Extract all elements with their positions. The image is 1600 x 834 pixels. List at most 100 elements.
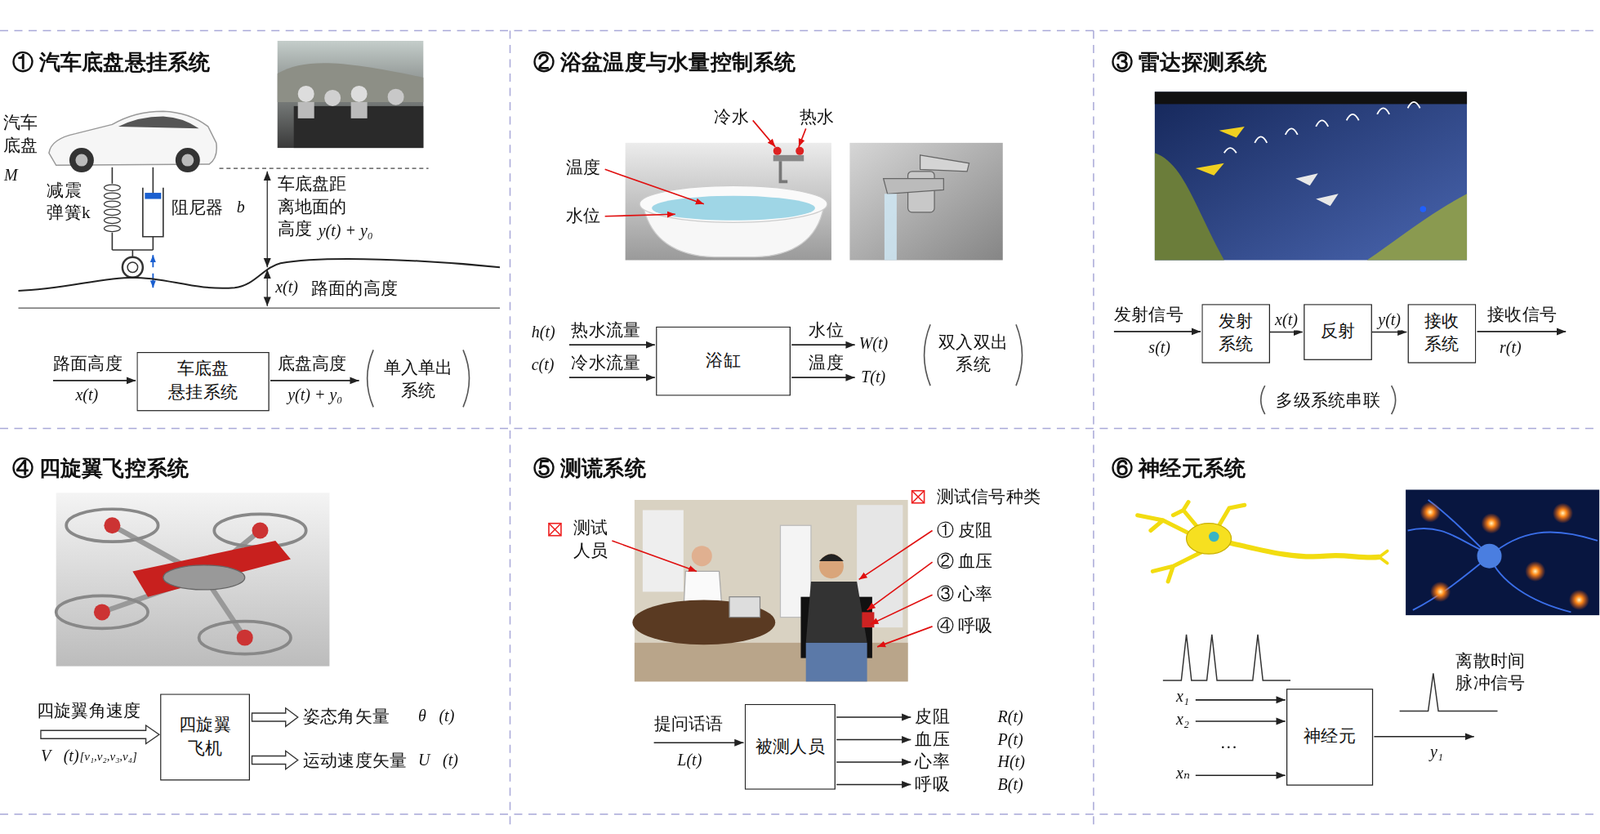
text-label: 多级系统串联 [1275, 389, 1380, 413]
radar-picture [1315, 193, 1338, 206]
box-label: 被测人员 [755, 735, 825, 759]
suspension-drawing [111, 232, 114, 250]
radar-picture [1219, 126, 1245, 139]
signal-arrow [836, 784, 911, 786]
signal-arrow [791, 343, 855, 346]
checkbox-mark [548, 523, 562, 536]
panel-separator [509, 30, 511, 829]
text-label: B(t) [998, 774, 1024, 796]
suspension-drawing [132, 249, 134, 258]
car-illustration [175, 147, 201, 173]
panel-separator [0, 427, 1600, 429]
text-label: r(t) [1499, 337, 1522, 359]
radar-picture [1154, 152, 1225, 260]
panel-separator [0, 813, 1600, 815]
lie-test-photo [877, 626, 932, 647]
text-label: 汽车 底盘 [3, 111, 38, 157]
lie-test-photo [819, 553, 844, 562]
bathtub-picture [605, 120, 832, 260]
neuron-photo [1430, 581, 1451, 602]
lie-test-photo [806, 642, 868, 682]
text-label: 热水 [799, 106, 834, 130]
signal-arrow [836, 739, 911, 741]
text-label: s(t) [1148, 337, 1171, 359]
neuron-photo [1405, 490, 1600, 616]
text-label: 提问话语 [654, 713, 724, 736]
neuron-photo [1408, 499, 1598, 612]
lie-test-photo [642, 510, 684, 593]
bathtub-picture [795, 147, 804, 156]
lie-test-photo [869, 594, 932, 624]
text-label: 温度 [566, 156, 601, 180]
text-label: P(t) [998, 729, 1024, 751]
signal-arrow [569, 343, 656, 346]
drone-picture [56, 492, 330, 666]
text-label: 离散时间 脉冲信号 [1455, 650, 1525, 696]
suspension-drawing [103, 184, 121, 191]
text-label: [v₁,v₂,v₃,v₄] [79, 748, 137, 765]
text-label: 呼吸 [914, 773, 950, 797]
neuron-photo [1420, 502, 1441, 523]
signal-arrow [1195, 720, 1286, 723]
suspension-drawing [151, 254, 154, 268]
text-label: 四旋翼角速度 [36, 699, 141, 723]
text-label: 路面高度 [53, 352, 123, 376]
car-photo [351, 85, 368, 103]
process-box: 车底盘 悬挂系统 [136, 352, 269, 411]
box-label: 四旋翼 飞机 [178, 713, 232, 761]
box-label: 反射 [1320, 320, 1355, 344]
suspension-drawing [151, 273, 154, 288]
hollow-arrow [252, 708, 299, 727]
process-box: 发射 系统 [1201, 303, 1271, 363]
lie-test-photo [634, 642, 909, 682]
text-label: 运动速度矢量 [303, 749, 407, 773]
suspension-drawing [267, 171, 268, 268]
radar-picture [1224, 102, 1421, 153]
checkbox-mark [912, 490, 925, 504]
bracket [463, 349, 469, 407]
suspension-drawing [127, 262, 138, 272]
drone-picture [199, 621, 291, 655]
process-box: 神经元 [1286, 688, 1373, 786]
suspension-drawing [267, 269, 268, 307]
radar-picture [1295, 173, 1318, 186]
lie-test-photo [691, 545, 713, 567]
suspension-drawing [17, 167, 500, 308]
signal-arrow [654, 741, 745, 744]
suspension-drawing [17, 258, 500, 291]
bathtub-picture [605, 213, 676, 216]
text-label: R(t) [998, 707, 1024, 729]
text-label: M [4, 164, 18, 187]
drone-picture [56, 492, 330, 666]
panel-title: ④ 四旋翼飞控系统 [12, 454, 189, 483]
text-label: 路面的高度 [311, 277, 398, 301]
suspension-drawing [103, 200, 121, 207]
suspension-drawing [111, 167, 114, 184]
checkbox-mark [548, 523, 562, 536]
signal-connector [1372, 331, 1407, 334]
car-illustration [181, 154, 194, 167]
box-label: 发射 系统 [1218, 310, 1253, 357]
signal-arrow [569, 376, 656, 379]
signal-arrow [1114, 330, 1201, 333]
box-label: 浴缸 [705, 349, 740, 374]
text-label: 冷水 [713, 106, 749, 130]
panel-title: ⑤ 测谎系统 [533, 454, 647, 483]
suspension-drawing [103, 225, 121, 232]
suspension-drawing [142, 187, 164, 237]
text-label: W(t) [859, 333, 889, 355]
neuron-photo [1524, 561, 1546, 582]
text-label: 减震 弹簧k [46, 179, 90, 225]
text-label: 单入单出 系统 [383, 356, 454, 402]
bracket [367, 349, 374, 407]
neuron-drawing [1137, 502, 1245, 582]
neuron-photo [1568, 589, 1590, 611]
text-label: 姿态角矢量 [303, 705, 390, 729]
bracket [1261, 385, 1266, 415]
bathtub-picture [605, 169, 705, 204]
box-label: 车底盘 悬挂系统 [168, 357, 238, 405]
text-label: ② 血压 [936, 550, 994, 574]
signal-arrow [836, 716, 911, 718]
bracket [1391, 385, 1396, 415]
